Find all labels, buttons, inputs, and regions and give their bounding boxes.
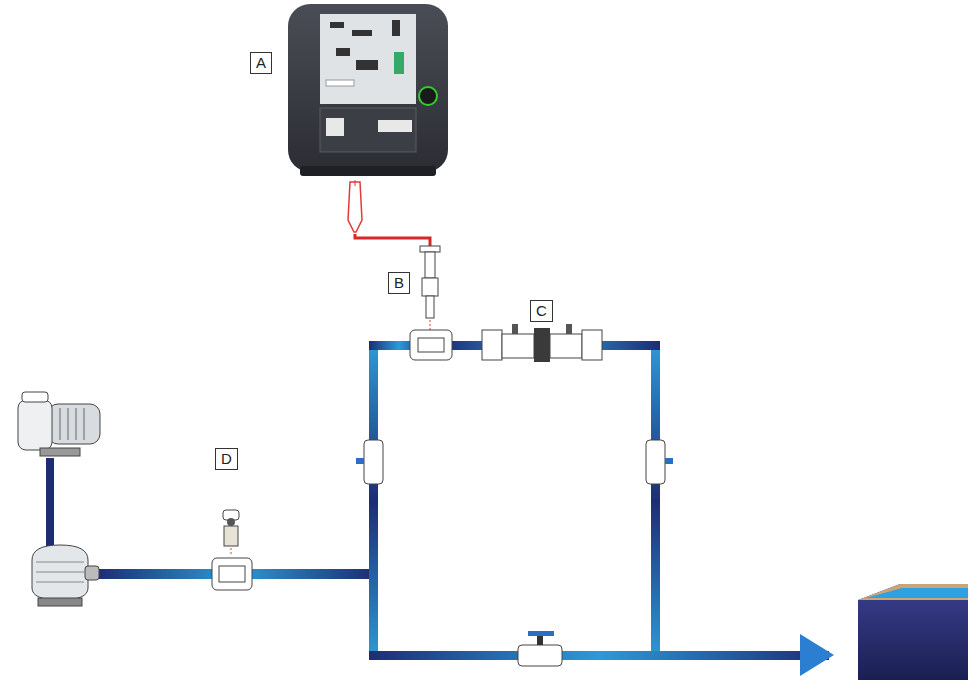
valves [356,440,673,666]
probe [420,246,440,330]
pipe-fitting [410,330,452,360]
callout-letter: C [530,300,553,322]
electrolysis-cell [482,324,602,362]
callout-letter: A [250,52,272,74]
sand-filter [32,545,99,606]
callout-letter: B [388,272,410,294]
flow-sensor [212,510,252,590]
callout-letter: D [215,448,238,470]
pump [18,392,100,456]
sensor-cable [348,180,430,248]
pipework [46,341,834,676]
pool [858,584,968,680]
controller [288,4,448,176]
